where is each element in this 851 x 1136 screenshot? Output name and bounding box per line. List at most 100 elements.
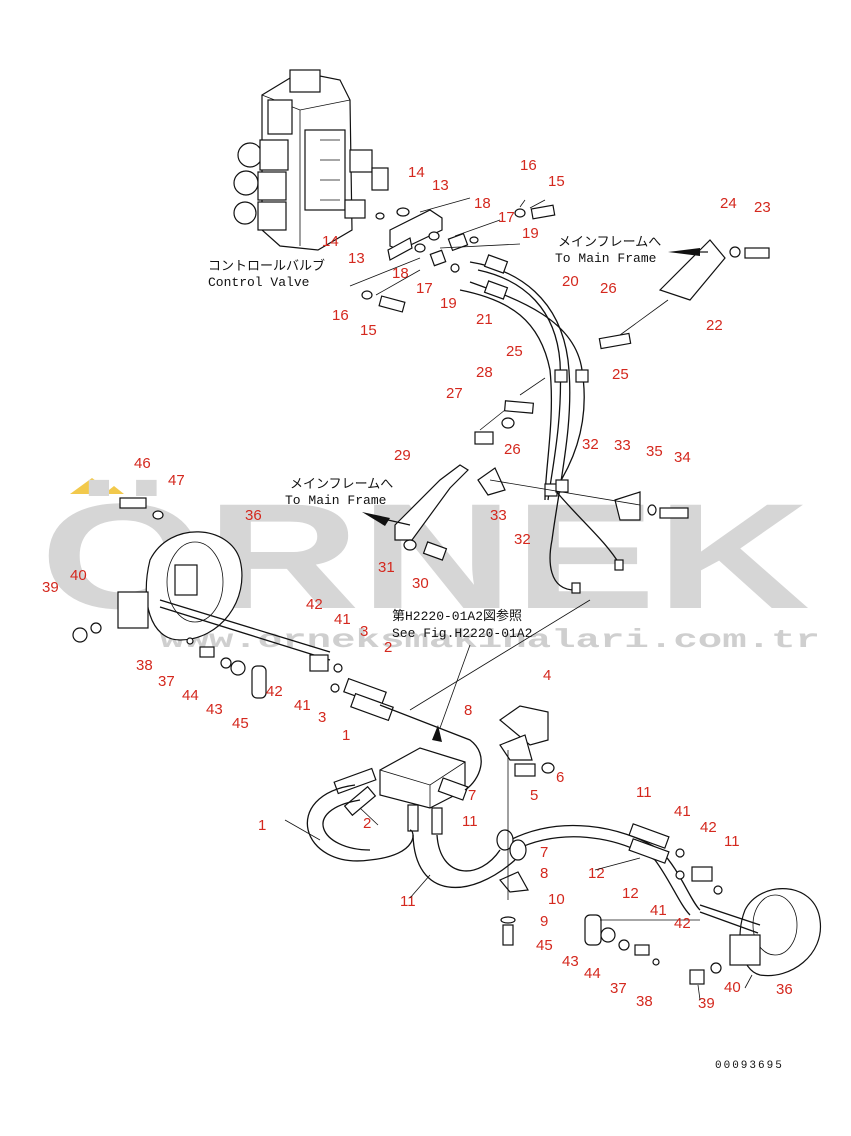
- callout: 11: [400, 893, 416, 910]
- callout: 41: [334, 611, 351, 628]
- callout: 18: [474, 195, 491, 212]
- arrow-to-main-frame-2: [362, 512, 390, 526]
- callout: 7: [468, 787, 476, 804]
- callout: 32: [582, 436, 599, 453]
- callout: 39: [698, 995, 715, 1012]
- callout: 11: [724, 833, 740, 850]
- bracket-29: [394, 464, 689, 561]
- callout: 15: [360, 322, 377, 339]
- callout: 1: [342, 727, 350, 744]
- callout: 41: [674, 803, 691, 820]
- callout: 42: [266, 683, 283, 700]
- callout: 26: [504, 441, 521, 458]
- callout: 40: [724, 979, 741, 996]
- callout: 3: [360, 623, 368, 640]
- callout: 20: [562, 273, 579, 290]
- main-frame-label-en-1: To Main Frame: [555, 251, 656, 266]
- callout: 2: [363, 815, 371, 832]
- arrow-see-fig: [432, 725, 442, 742]
- callout: 45: [232, 715, 249, 732]
- callout: 28: [476, 364, 493, 381]
- callout: 23: [754, 199, 771, 216]
- callout: 19: [440, 295, 457, 312]
- callout: 12: [588, 865, 605, 882]
- callout: 47: [168, 472, 185, 489]
- main-frame-label-jp-2: メインフレームへ: [290, 477, 393, 492]
- callout: 40: [70, 567, 87, 584]
- callout: 30: [412, 575, 429, 592]
- leader-lines: [284, 199, 753, 1001]
- callout: 17: [498, 209, 515, 226]
- see-fig-label-jp: 第H2220-01A2図参照: [392, 608, 522, 624]
- callout: 2: [384, 639, 392, 656]
- callout: 29: [394, 447, 411, 464]
- callout: 19: [522, 225, 539, 242]
- callout: 37: [610, 980, 627, 997]
- callout: 37: [158, 673, 175, 690]
- control-valve-drawing: [233, 69, 389, 251]
- callout: 25: [506, 343, 523, 360]
- arrow-to-main-frame: [668, 248, 700, 256]
- callout: 44: [182, 687, 199, 704]
- callout: 26: [600, 280, 617, 297]
- callout: 33: [490, 507, 507, 524]
- bracket-22: [619, 239, 770, 336]
- callout: 8: [464, 702, 472, 719]
- callout: 36: [245, 507, 262, 524]
- center-block: [306, 677, 701, 916]
- callout: 13: [348, 250, 365, 267]
- callout: 25: [612, 366, 629, 383]
- callout: 38: [636, 993, 653, 1010]
- callout: 34: [674, 449, 691, 466]
- clamp-group: [496, 705, 555, 946]
- right-motor-assembly: [584, 823, 822, 985]
- callout: 3: [318, 709, 326, 726]
- callout: 38: [136, 657, 153, 674]
- watermark-url: www.orneksmakinalari.com.tr: [160, 625, 820, 655]
- callout: 9: [540, 913, 548, 930]
- callout: 14: [408, 164, 425, 181]
- callout: 1: [258, 817, 266, 834]
- callout: 10: [548, 891, 565, 908]
- callout: 12: [622, 885, 639, 902]
- callout: 24: [720, 195, 737, 212]
- direction-arrows: [362, 248, 708, 742]
- callout: 42: [700, 819, 717, 836]
- callout: 43: [562, 953, 579, 970]
- callout: 6: [556, 769, 564, 786]
- callout: 35: [646, 443, 663, 460]
- callout: 42: [674, 915, 691, 932]
- control-valve-label-en: Control Valve: [208, 275, 309, 290]
- callout: 33: [614, 437, 631, 454]
- control-valve-label-jp: コントロールバルブ: [208, 258, 325, 274]
- callout: 46: [134, 455, 151, 472]
- left-motor-assembly: [72, 497, 343, 699]
- callout: 32: [514, 531, 531, 548]
- callout: 15: [548, 173, 565, 190]
- callout: 36: [776, 981, 793, 998]
- callout: 5: [530, 787, 538, 804]
- callout: 11: [636, 784, 652, 801]
- callout: 42: [306, 596, 323, 613]
- watermark-accent-mark: [104, 486, 124, 494]
- watermark-accent-mark: [70, 478, 114, 494]
- callout: 18: [392, 265, 409, 282]
- callout: 27: [446, 385, 463, 402]
- callout: 41: [294, 697, 311, 714]
- callout: 31: [378, 559, 395, 576]
- main-frame-label-en-2: To Main Frame: [285, 493, 386, 508]
- callout: 21: [476, 311, 493, 328]
- document-number: 00093695: [715, 1060, 784, 1072]
- callout: 41: [650, 902, 667, 919]
- callout: 13: [432, 177, 449, 194]
- callout: 11: [462, 813, 478, 830]
- callout: 22: [706, 317, 723, 334]
- valve-fittings: [349, 197, 556, 313]
- callout: 17: [416, 280, 433, 297]
- callout-numbers: 14 13 16 15 18 17 19 14 13 18 17 19 16 1…: [42, 157, 793, 1012]
- callout: 39: [42, 579, 59, 596]
- callout: 16: [520, 157, 537, 174]
- callout: 4: [543, 667, 551, 684]
- hoses-upper: [459, 254, 632, 594]
